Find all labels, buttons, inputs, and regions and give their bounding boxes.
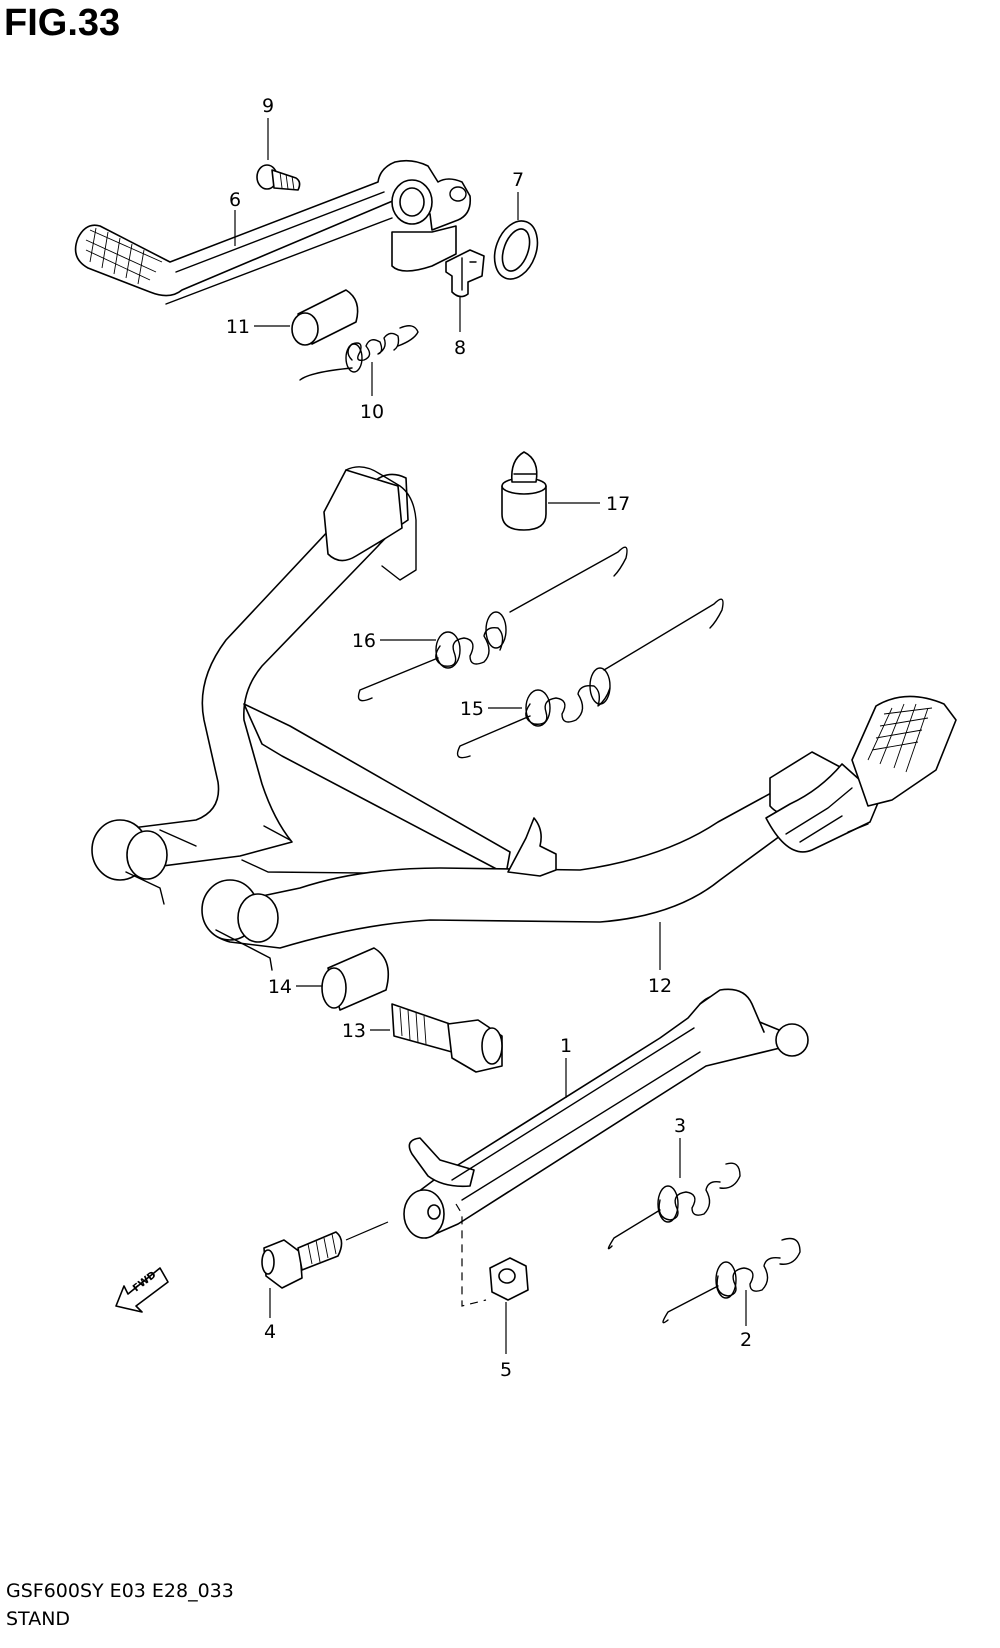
side-stand-spring-lower xyxy=(662,1237,801,1324)
side-stand-bolt-part xyxy=(261,1221,389,1289)
washer-part xyxy=(493,220,539,280)
center-stand-part xyxy=(91,466,957,971)
callout-7: 7 xyxy=(512,169,524,191)
callout-5: 5 xyxy=(500,1359,512,1381)
side-stand-spring-upper xyxy=(607,1162,741,1250)
callout-15: 15 xyxy=(460,698,484,720)
stopper-part xyxy=(501,451,547,531)
bushing-part xyxy=(291,289,359,346)
center-stand-spring-upper xyxy=(357,546,628,702)
callout-8: 8 xyxy=(454,337,466,359)
callout-labels: 9 6 7 8 11 10 17 16 15 12 14 13 1 3 2 4 … xyxy=(226,95,752,1381)
callout-leader-lines xyxy=(234,118,747,1354)
callout-9: 9 xyxy=(262,95,274,117)
callout-3: 3 xyxy=(674,1115,686,1137)
forward-direction-arrow: FWD xyxy=(115,1267,169,1313)
callout-10: 10 xyxy=(360,401,384,423)
callout-12: 12 xyxy=(648,975,672,997)
callout-6: 6 xyxy=(229,189,241,211)
pedal-spring-part xyxy=(299,325,419,381)
brake-pedal-part xyxy=(74,159,472,305)
figure-title: FIG.33 xyxy=(4,2,121,44)
side-stand-part xyxy=(403,988,809,1239)
callout-17: 17 xyxy=(606,493,630,515)
callout-2: 2 xyxy=(740,1329,752,1351)
callout-13: 13 xyxy=(342,1020,366,1042)
callout-1: 1 xyxy=(560,1035,572,1057)
callout-4: 4 xyxy=(264,1321,276,1343)
center-stand-spring-lower xyxy=(456,598,724,759)
callout-14: 14 xyxy=(268,976,292,998)
stand-bolt-part xyxy=(391,1003,503,1073)
model-code: GSF600SY E03 E28_033 xyxy=(6,1580,234,1602)
clip-part xyxy=(445,249,485,298)
callout-11: 11 xyxy=(226,316,250,338)
stand-bushing-part xyxy=(321,947,390,1011)
section-name: STAND xyxy=(6,1608,71,1630)
pedal-bolt-part xyxy=(256,164,301,191)
side-stand-nut-part xyxy=(455,1203,529,1307)
callout-16: 16 xyxy=(352,630,376,652)
